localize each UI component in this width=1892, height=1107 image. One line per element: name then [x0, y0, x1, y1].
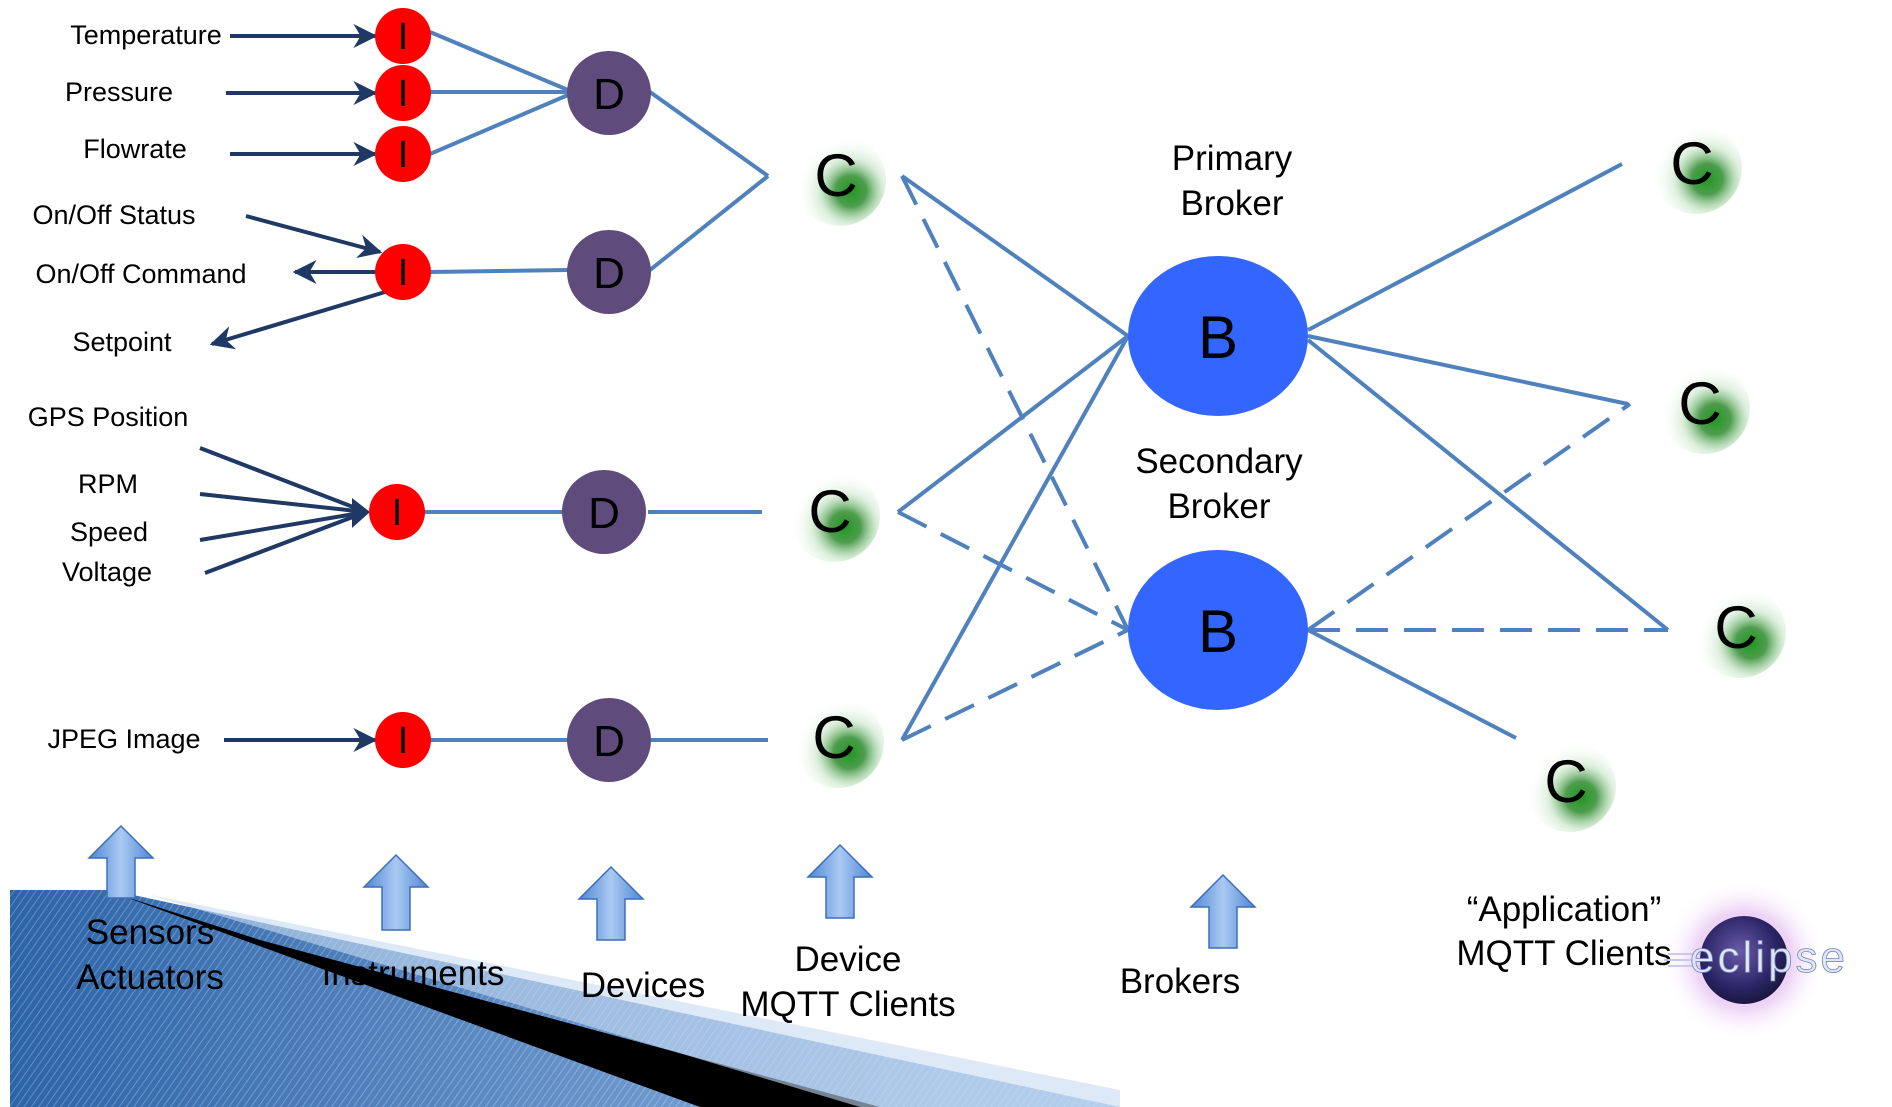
jpeg-image-label: JPEG Image	[47, 724, 200, 754]
app-client-node: C	[1650, 122, 1742, 214]
client-label: C	[1678, 370, 1721, 437]
rpm-arrow-line	[199, 492, 367, 514]
device-client-node: C	[788, 470, 880, 562]
broker-labels: Primary Broker Secondary Broker	[1135, 139, 1303, 526]
client-nodes: C C C C C C C	[788, 122, 1786, 832]
instruments-up-arrow	[362, 853, 430, 931]
primary-broker-node: B	[1128, 256, 1308, 416]
device-label: D	[593, 717, 625, 766]
decorative-corner-slab	[10, 890, 1120, 1107]
onoff-command-label: On/Off Command	[35, 259, 246, 289]
eclipse-logo-text: eclipse	[1690, 933, 1848, 982]
category-arrows	[87, 824, 1257, 949]
client-label: C	[808, 478, 851, 545]
sensors-label: Sensors	[86, 913, 214, 952]
broker-nodes: B B	[1128, 256, 1308, 710]
devices-label: Devices	[581, 966, 705, 1005]
secondary-broker-label-2: Broker	[1167, 487, 1270, 526]
broker-label: B	[1198, 304, 1238, 371]
device-clients-label-2: MQTT Clients	[740, 985, 955, 1024]
secondary-broker-label-1: Secondary	[1135, 442, 1303, 481]
voltage-label: Voltage	[62, 557, 152, 587]
primary-broker-label-2: Broker	[1180, 184, 1283, 223]
client-label: C	[1544, 748, 1587, 815]
device-label: D	[593, 249, 625, 298]
primary-broker-label-1: Primary	[1172, 139, 1293, 178]
instrument-label: I	[392, 492, 403, 534]
secondary-broker-node: B	[1128, 550, 1308, 710]
sensors-up-arrow	[87, 824, 155, 899]
instrument-node: I	[369, 484, 425, 540]
speed-arrow-line	[199, 510, 367, 542]
instrument-node: I	[375, 244, 431, 300]
device-node: D	[567, 230, 651, 314]
client-label: C	[814, 142, 857, 209]
app-clients-label-1: “Application”	[1467, 890, 1662, 929]
setpoint-arrow	[209, 290, 386, 350]
device-node: D	[567, 698, 651, 782]
signal-arrows	[199, 24, 386, 752]
brokers-label: Brokers	[1120, 962, 1241, 1001]
client-label: C	[812, 704, 855, 771]
onoff-status-label: On/Off Status	[32, 200, 195, 230]
instrument-label: I	[398, 720, 409, 762]
device-clients-up-arrow	[806, 843, 874, 919]
category-labels: Sensors Actuators Instruments Devices De…	[76, 890, 1672, 1024]
instruments-label: Instruments	[322, 954, 505, 993]
instrument-label: I	[398, 73, 409, 115]
client-label: C	[1714, 594, 1757, 661]
backup-links	[897, 175, 1668, 742]
client-label: C	[1670, 130, 1713, 197]
temperature-label: Temperature	[70, 20, 222, 50]
device-nodes: D D D D	[562, 51, 651, 782]
app-client-node: C	[1658, 362, 1750, 454]
merged-arrowhead	[352, 498, 370, 528]
device-client-node: C	[792, 696, 884, 788]
device-client-node: C	[794, 134, 886, 226]
pressure-label: Pressure	[65, 77, 173, 107]
onoff-status-arrow	[245, 214, 383, 258]
instrument-node: I	[375, 65, 431, 121]
actuators-label: Actuators	[76, 958, 224, 997]
instrument-node: I	[375, 712, 431, 768]
flowrate-label: Flowrate	[83, 134, 187, 164]
speed-label: Speed	[70, 517, 148, 547]
device-label: D	[593, 70, 625, 119]
network-links	[424, 30, 1670, 742]
devices-up-arrow	[577, 865, 645, 941]
setpoint-label: Setpoint	[72, 327, 172, 357]
device-node: D	[567, 51, 651, 135]
app-client-node: C	[1694, 586, 1786, 678]
instrument-label: I	[398, 252, 409, 294]
rpm-label: RPM	[78, 469, 138, 499]
signal-labels: Temperature Pressure Flowrate On/Off Sta…	[28, 20, 247, 754]
eclipse-logo: eclipse	[1662, 878, 1848, 1042]
app-client-node: C	[1524, 740, 1616, 832]
broker-label: B	[1198, 598, 1238, 665]
gps-position-label: GPS Position	[28, 402, 189, 432]
device-label: D	[588, 489, 620, 538]
device-node: D	[562, 470, 646, 554]
instrument-label: I	[398, 134, 409, 176]
voltage-arrow-line	[204, 510, 367, 575]
brokers-up-arrow	[1189, 873, 1257, 949]
gps-arrow-line	[199, 446, 367, 514]
instrument-node: I	[375, 126, 431, 182]
instrument-node: I	[375, 8, 431, 64]
instrument-nodes: I I I I I I	[369, 8, 431, 768]
instrument-label: I	[398, 16, 409, 58]
device-clients-label-1: Device	[795, 940, 902, 979]
app-clients-label-2: MQTT Clients	[1456, 934, 1671, 973]
